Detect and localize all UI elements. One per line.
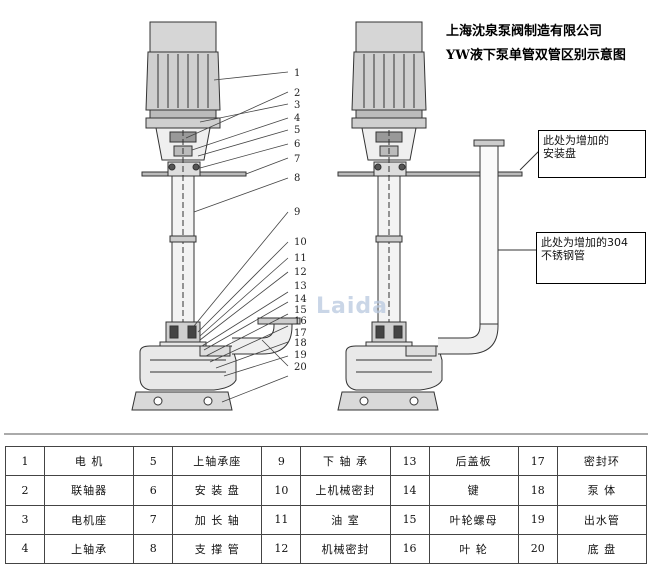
part-number: 10 — [261, 475, 302, 506]
pump-diagram: 1 2 3 4 5 6 7 8 9 10 11 12 13 14 15 16 1… — [4, 21, 648, 435]
part-number: 20 — [517, 533, 558, 565]
leader-number: 6 — [294, 139, 300, 150]
leader-number: 2 — [294, 88, 300, 99]
part-name: 加 长 轴 — [172, 504, 263, 535]
part-name: 上机械密封 — [300, 475, 391, 506]
single-pipe-pump — [131, 21, 301, 411]
part-number: 19 — [517, 504, 558, 535]
leader-number: 10 — [294, 237, 307, 248]
leader-number: 15 — [294, 305, 307, 316]
part-number: 6 — [133, 475, 174, 506]
part-name: 下 轴 承 — [300, 445, 391, 477]
leader-number: 11 — [294, 253, 307, 264]
part-number: 16 — [389, 533, 430, 565]
part-name: 上轴承 — [43, 533, 135, 565]
leader-number: 1 — [294, 68, 300, 79]
part-number: 18 — [517, 475, 558, 506]
part-number: 8 — [133, 533, 174, 565]
leader-number: 9 — [294, 207, 300, 218]
part-name: 泵 体 — [556, 475, 648, 506]
part-number: 2 — [5, 475, 45, 506]
part-name: 后盖板 — [428, 445, 519, 477]
part-number: 11 — [261, 504, 302, 535]
callout-mounting-plate: 此处为增加的 安装盘 — [538, 130, 646, 178]
part-number: 17 — [517, 445, 558, 477]
part-name: 油 室 — [300, 504, 391, 535]
leader-number: 17 — [294, 328, 307, 339]
diagram-subtitle: YW液下泵单管双管区别示意图 — [446, 48, 626, 63]
part-number: 1 — [5, 445, 45, 477]
callout-stainless-pipe: 此处为增加的304 不锈钢管 — [536, 232, 646, 284]
leader-number: 4 — [294, 113, 300, 124]
part-name: 支 撑 管 — [172, 533, 263, 565]
part-name: 键 — [428, 475, 519, 506]
leader-number: 7 — [294, 154, 300, 165]
part-number: 15 — [389, 504, 430, 535]
part-name: 底 盘 — [556, 533, 648, 565]
part-name: 电机座 — [43, 504, 135, 535]
part-number: 13 — [389, 445, 430, 477]
leader-number: 13 — [294, 281, 307, 292]
part-number: 4 — [5, 533, 45, 565]
watermark: Laida — [316, 294, 388, 319]
part-name: 联轴器 — [43, 475, 135, 506]
leader-number: 5 — [294, 125, 300, 136]
company-title: 上海沈泉泵阀制造有限公司 — [446, 24, 603, 39]
double-pipe-pump — [337, 21, 541, 411]
part-number: 9 — [261, 445, 302, 477]
part-name: 叶轮螺母 — [428, 504, 519, 535]
part-name: 电 机 — [43, 445, 135, 477]
part-name: 上轴承座 — [172, 445, 263, 477]
leader-number: 16 — [294, 316, 307, 327]
part-name: 安 装 盘 — [172, 475, 263, 506]
part-name: 出水管 — [556, 504, 648, 535]
leader-number: 3 — [294, 100, 300, 111]
part-number: 3 — [5, 504, 45, 535]
part-number: 5 — [133, 445, 174, 477]
part-name: 密封环 — [556, 445, 648, 477]
leader-number: 19 — [294, 350, 307, 361]
part-name: 叶 轮 — [428, 533, 519, 565]
leader-number: 8 — [294, 173, 300, 184]
part-number: 7 — [133, 504, 174, 535]
part-number: 12 — [261, 533, 302, 565]
part-number: 14 — [389, 475, 430, 506]
part-name: 机械密封 — [300, 533, 391, 565]
leader-number: 20 — [294, 362, 307, 373]
leader-number: 14 — [294, 294, 307, 305]
leader-number: 12 — [294, 267, 307, 278]
leader-number: 18 — [294, 338, 307, 349]
